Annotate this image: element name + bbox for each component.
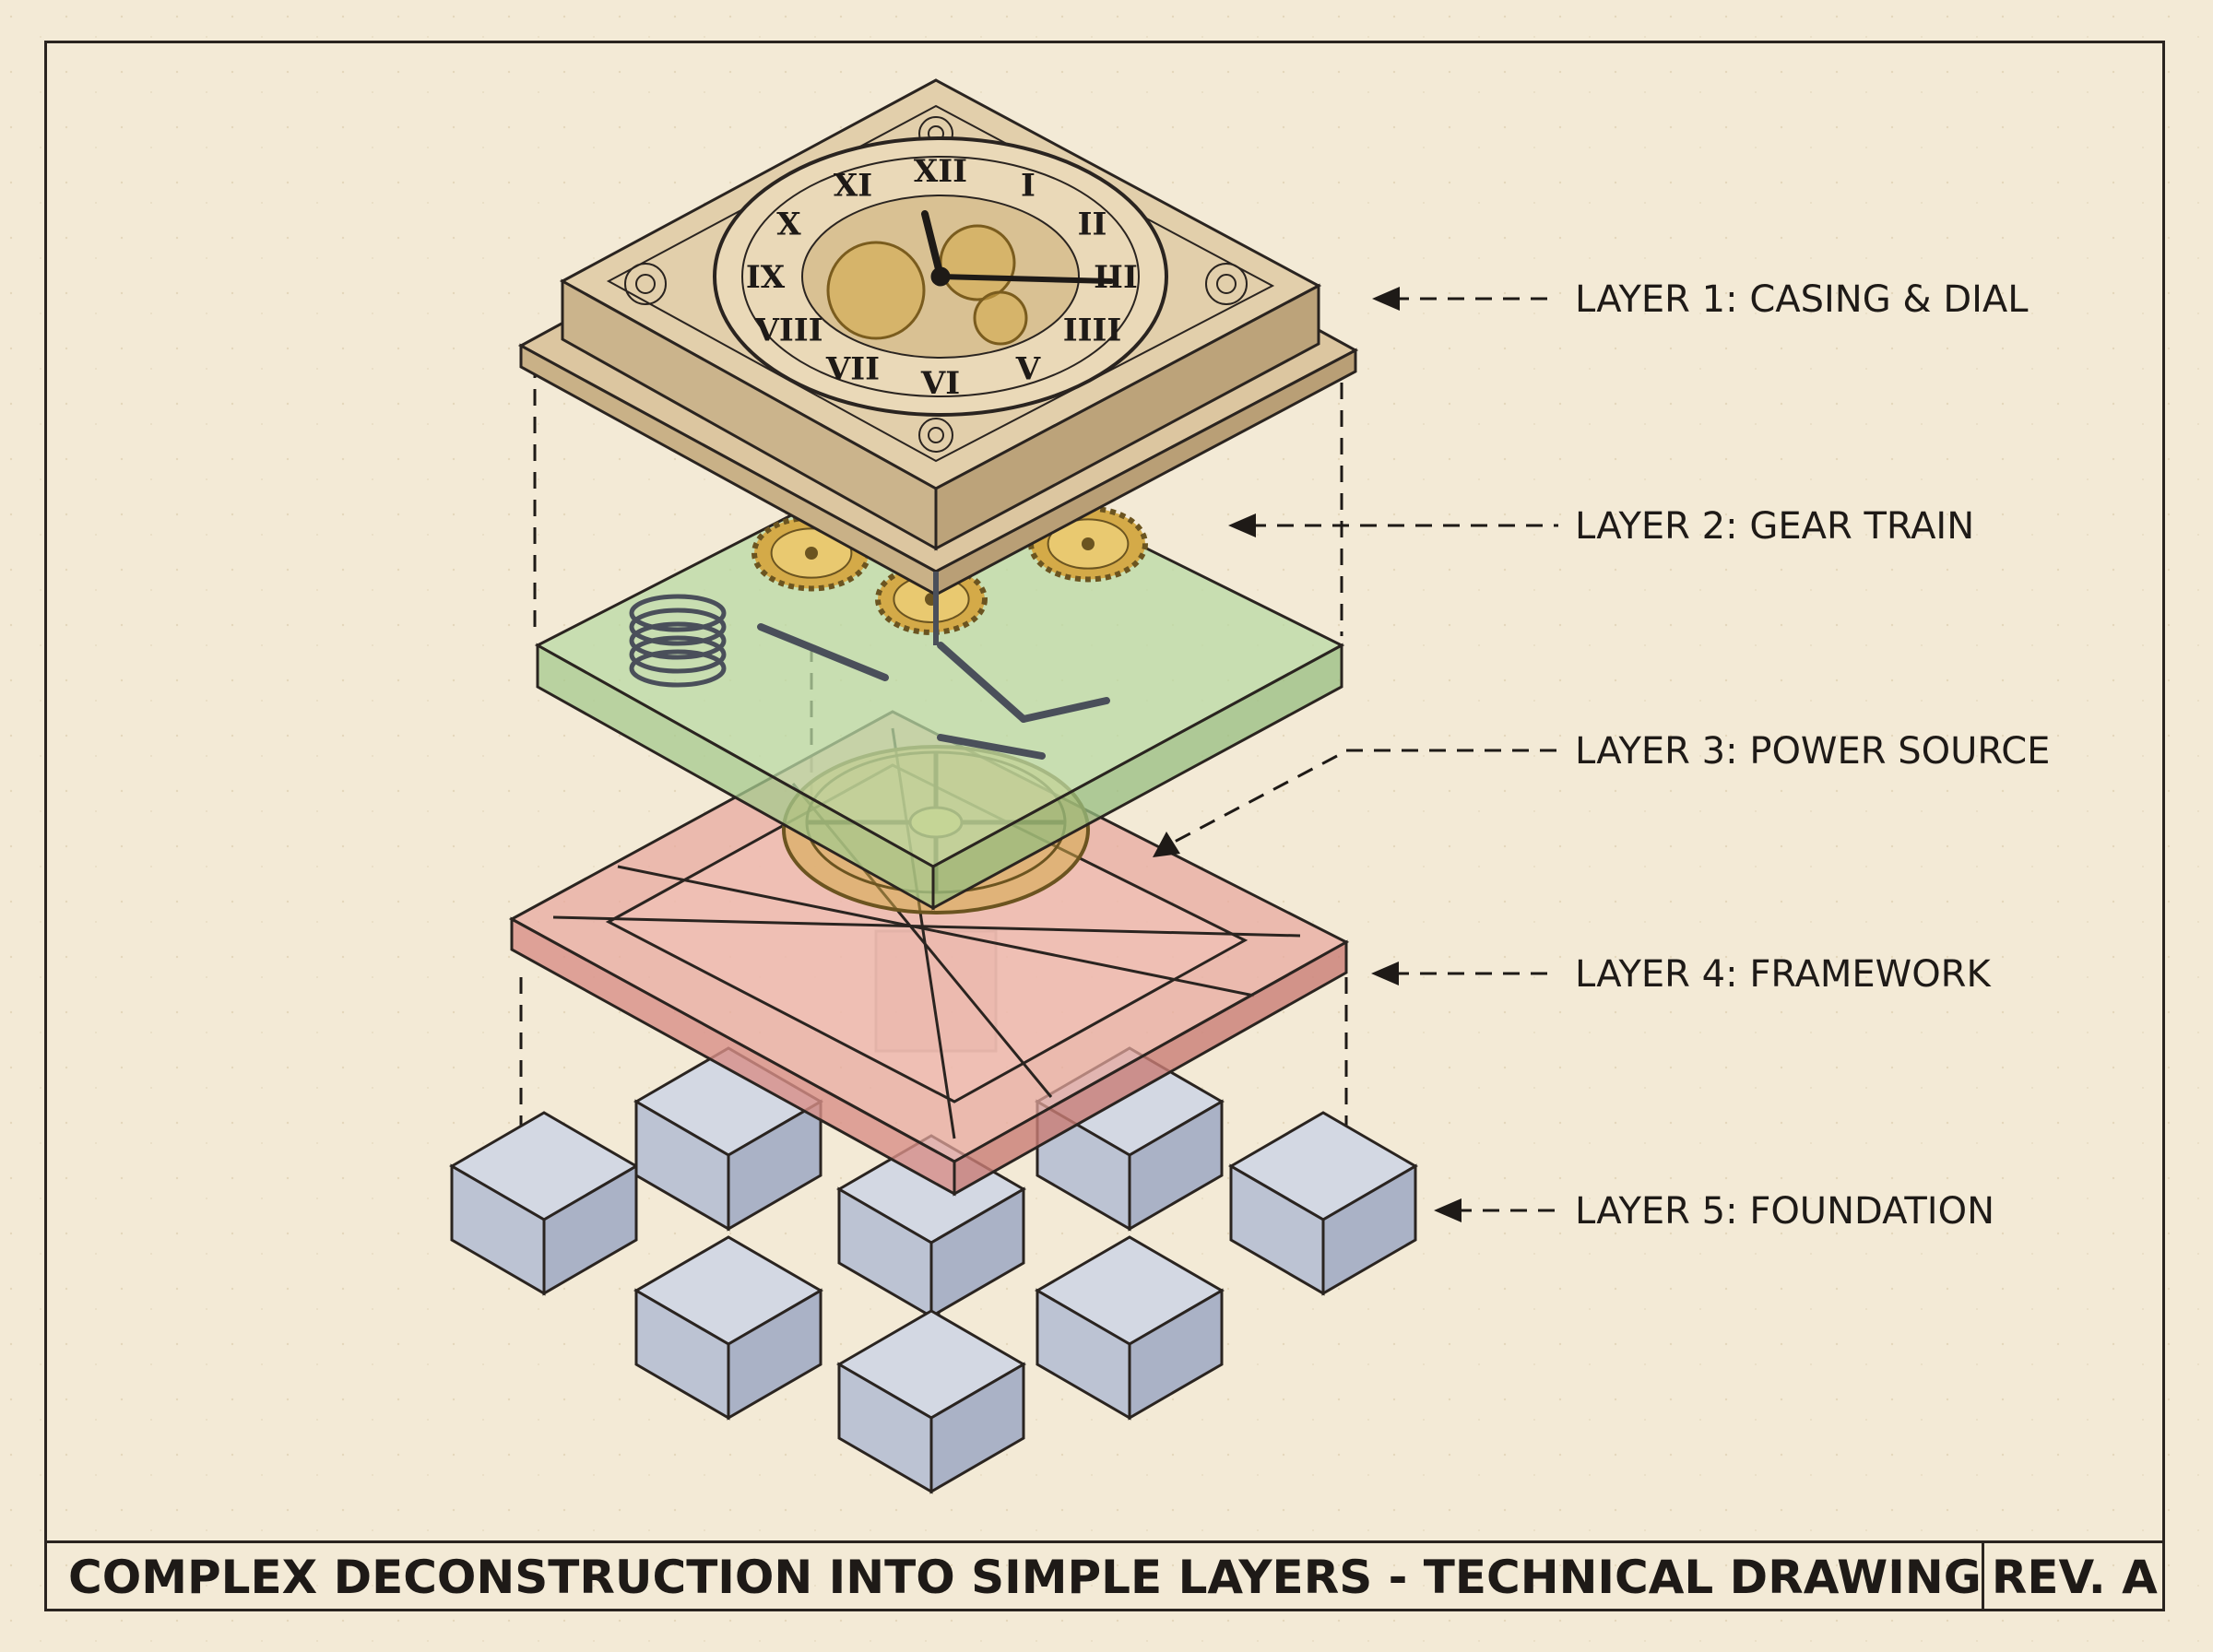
- framework-layer: [508, 710, 1350, 1197]
- dial-numeral: III: [1094, 259, 1138, 296]
- dial-numeral: IIII: [1063, 313, 1122, 349]
- dial-numeral: VI: [920, 365, 960, 402]
- dial-numeral: XII: [914, 153, 967, 190]
- callout-layer-5: LAYER 5: FOUNDATION: [1434, 1190, 1994, 1233]
- dial-numeral: VII: [825, 351, 880, 388]
- foundation-block: [449, 1111, 639, 1296]
- spring-coil: [629, 594, 727, 688]
- callout-layer-4: LAYER 4: FRAMEWORK: [1371, 953, 1992, 996]
- dial-numeral: IX: [746, 259, 786, 296]
- foundation-block: [836, 1309, 1026, 1494]
- foundation-block: [1035, 1235, 1225, 1421]
- callouts: LAYER 1: CASING & DIAL LAYER 2: GEAR TRA…: [1153, 278, 2050, 1233]
- layer-3-label: LAYER 3: POWER SOURCE: [1575, 730, 2050, 773]
- drawing-border: [44, 41, 2165, 1611]
- dial-numeral: X: [776, 206, 801, 243]
- dial-numeral: VIII: [753, 313, 822, 349]
- foundation-block: [1228, 1111, 1418, 1296]
- callout-layer-1: LAYER 1: CASING & DIAL: [1372, 278, 2029, 321]
- callout-layer-2: LAYER 2: GEAR TRAIN: [1228, 505, 1974, 548]
- layer-5-label: LAYER 5: FOUNDATION: [1575, 1190, 1994, 1233]
- revision-label: REV. A: [1981, 1543, 2165, 1611]
- layer-2-label: LAYER 2: GEAR TRAIN: [1575, 505, 1974, 548]
- foundation-block: [633, 1235, 823, 1421]
- gear-train-layer: [534, 441, 1345, 911]
- dial-numeral: V: [1015, 351, 1041, 388]
- layer-1-label: LAYER 1: CASING & DIAL: [1575, 278, 2029, 321]
- dial-numeral: II: [1078, 206, 1107, 243]
- callout-layer-3: LAYER 3: POWER SOURCE: [1153, 730, 2050, 857]
- foundation-layer: [449, 1046, 1418, 1494]
- drawing-title: COMPLEX DECONSTRUCTION INTO SIMPLE LAYER…: [68, 1551, 1982, 1604]
- clock-hands: [921, 210, 1114, 287]
- ornament-corners: [624, 116, 1248, 453]
- dial-numeral: XI: [834, 167, 872, 204]
- title-block: COMPLEX DECONSTRUCTION INTO SIMPLE LAYER…: [44, 1540, 2165, 1611]
- foundation-block: [836, 1134, 1026, 1319]
- dial-numeral: I: [1021, 167, 1035, 204]
- layer-4-label: LAYER 4: FRAMEWORK: [1575, 953, 1992, 996]
